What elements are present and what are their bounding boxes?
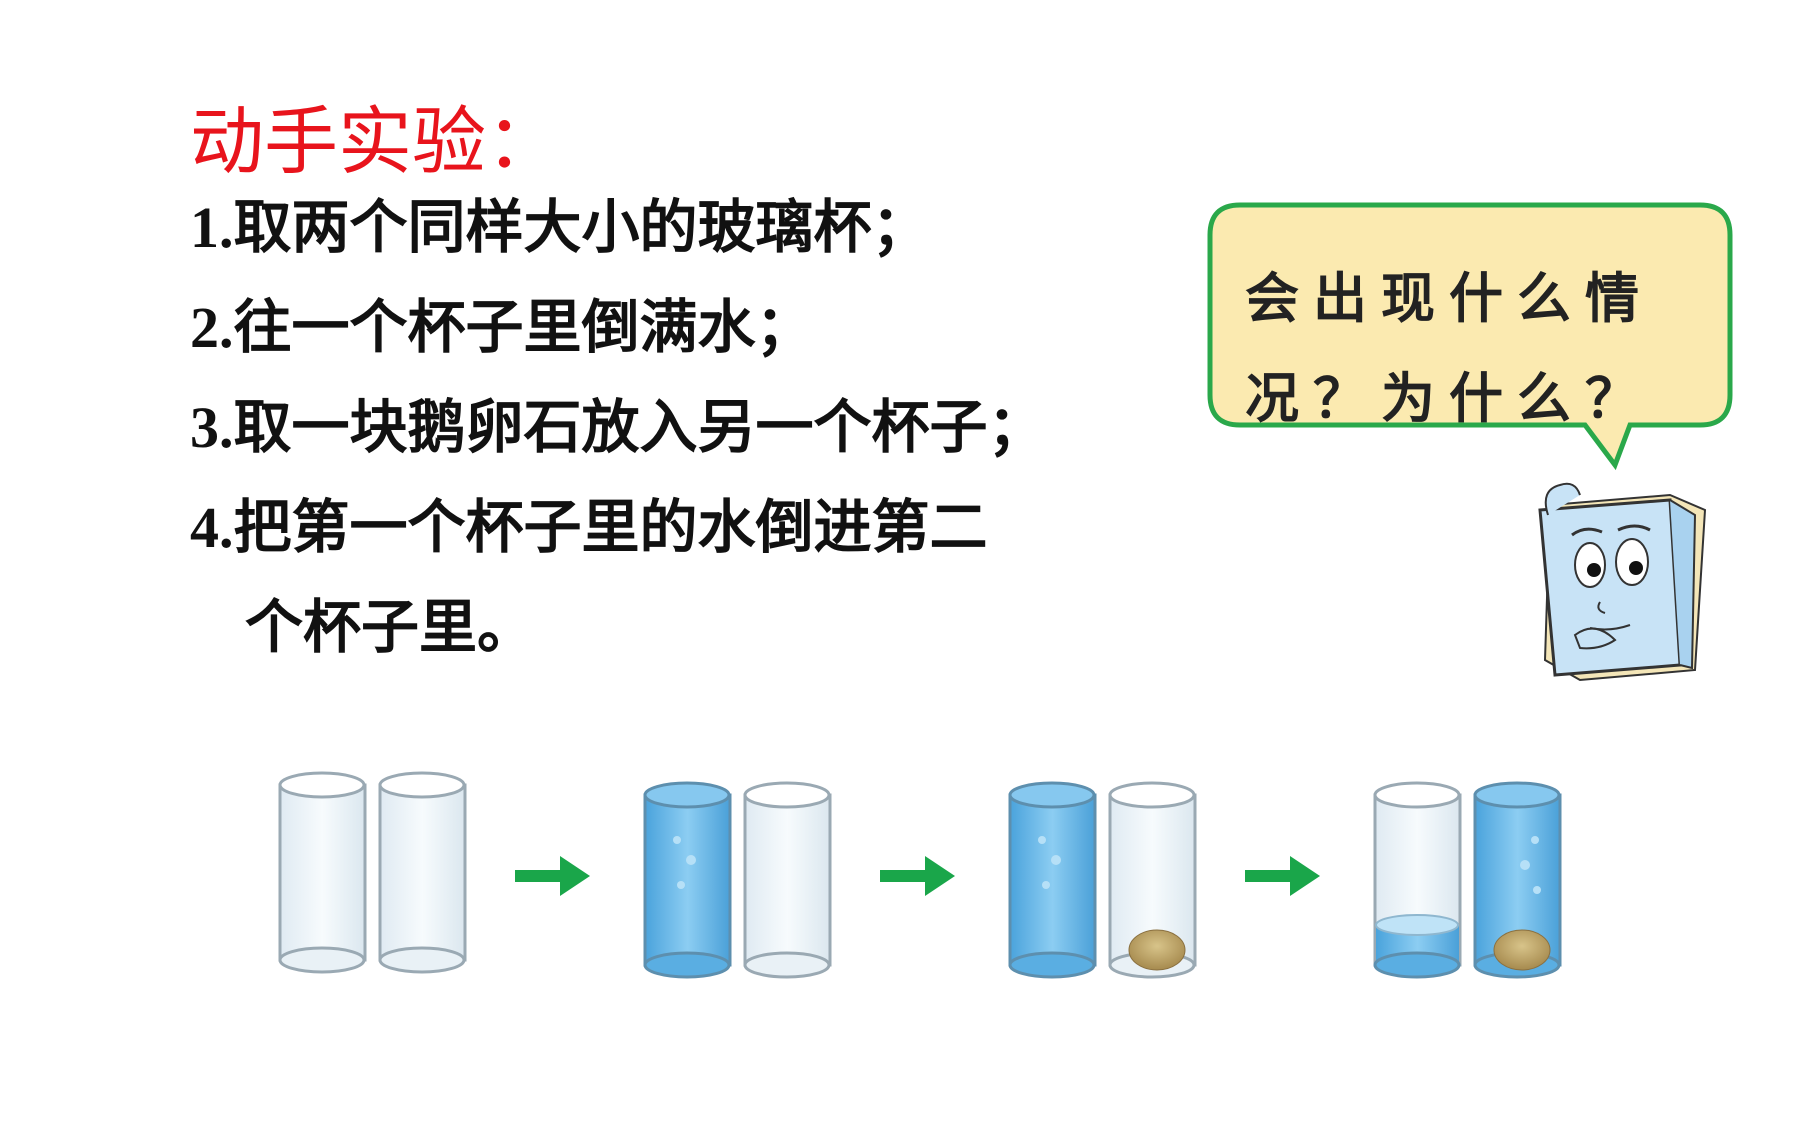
arrow-icon — [515, 856, 590, 896]
book-mascot-icon — [1538, 482, 1707, 682]
cup-pair-step-2 — [643, 781, 832, 979]
cup-pair-step-4 — [1373, 781, 1562, 979]
arrow-icon — [880, 856, 955, 896]
experiment-illustration — [278, 771, 1562, 979]
bubble-line-1: 会出现什么情 — [1245, 266, 1653, 330]
cup-pair-step-1 — [278, 771, 467, 974]
step-4-continuation: 个杯子里。 — [245, 593, 536, 661]
step-1: 1.取两个同样大小的玻璃杯； — [190, 193, 930, 261]
speech-bubble — [1207, 202, 1733, 471]
bubble-line-2: 况？为什么？ — [1245, 366, 1653, 430]
step-4: 4.把第一个杯子里的水倒进第二 — [190, 493, 988, 561]
speech-bubble-text: 会出现什么情 况？为什么？ — [1245, 248, 1685, 448]
step-3: 3.取一块鹅卵石放入另一个杯子； — [190, 393, 1046, 461]
arrow-icon — [1245, 856, 1320, 896]
page-heading: 动手实验： — [190, 99, 560, 185]
cup-pair-step-3 — [1008, 781, 1197, 979]
step-2: 2.往一个杯子里倒满水； — [190, 293, 814, 361]
